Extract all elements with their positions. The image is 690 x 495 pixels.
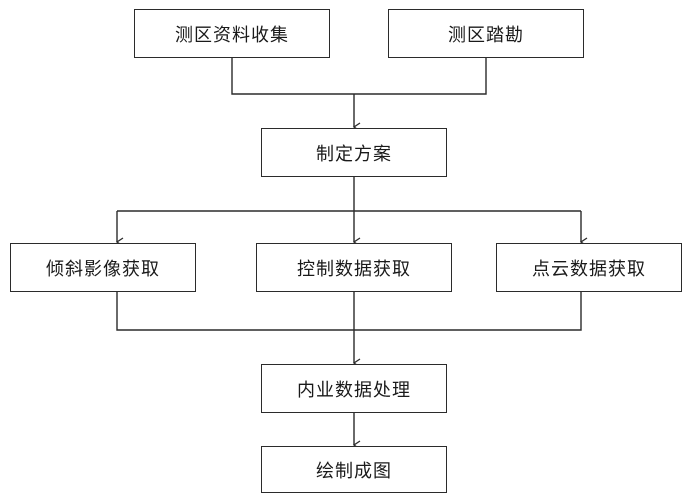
node-control-data-acquisition: 控制数据获取 — [256, 243, 452, 292]
node-label: 测区踏勘 — [448, 24, 524, 46]
node-point-cloud-acquisition: 点云数据获取 — [496, 243, 682, 292]
edge-collection-merge — [231, 58, 487, 95]
node-plan-formulation: 制定方案 — [261, 128, 447, 177]
node-label: 测区资料收集 — [175, 24, 289, 46]
node-label: 点云数据获取 — [532, 258, 646, 280]
edge-three-merge — [116, 292, 582, 331]
node-mapping: 绘制成图 — [261, 446, 447, 493]
node-oblique-image-acquisition: 倾斜影像获取 — [10, 243, 196, 292]
node-site-reconnaissance: 测区踏勘 — [388, 9, 584, 58]
node-office-data-processing: 内业数据处理 — [261, 364, 447, 413]
node-label: 控制数据获取 — [297, 258, 411, 280]
node-label: 制定方案 — [316, 143, 392, 165]
node-label: 绘制成图 — [316, 460, 392, 482]
node-survey-data-collection: 测区资料收集 — [134, 9, 330, 58]
node-label: 倾斜影像获取 — [46, 258, 160, 280]
node-label: 内业数据处理 — [297, 379, 411, 401]
